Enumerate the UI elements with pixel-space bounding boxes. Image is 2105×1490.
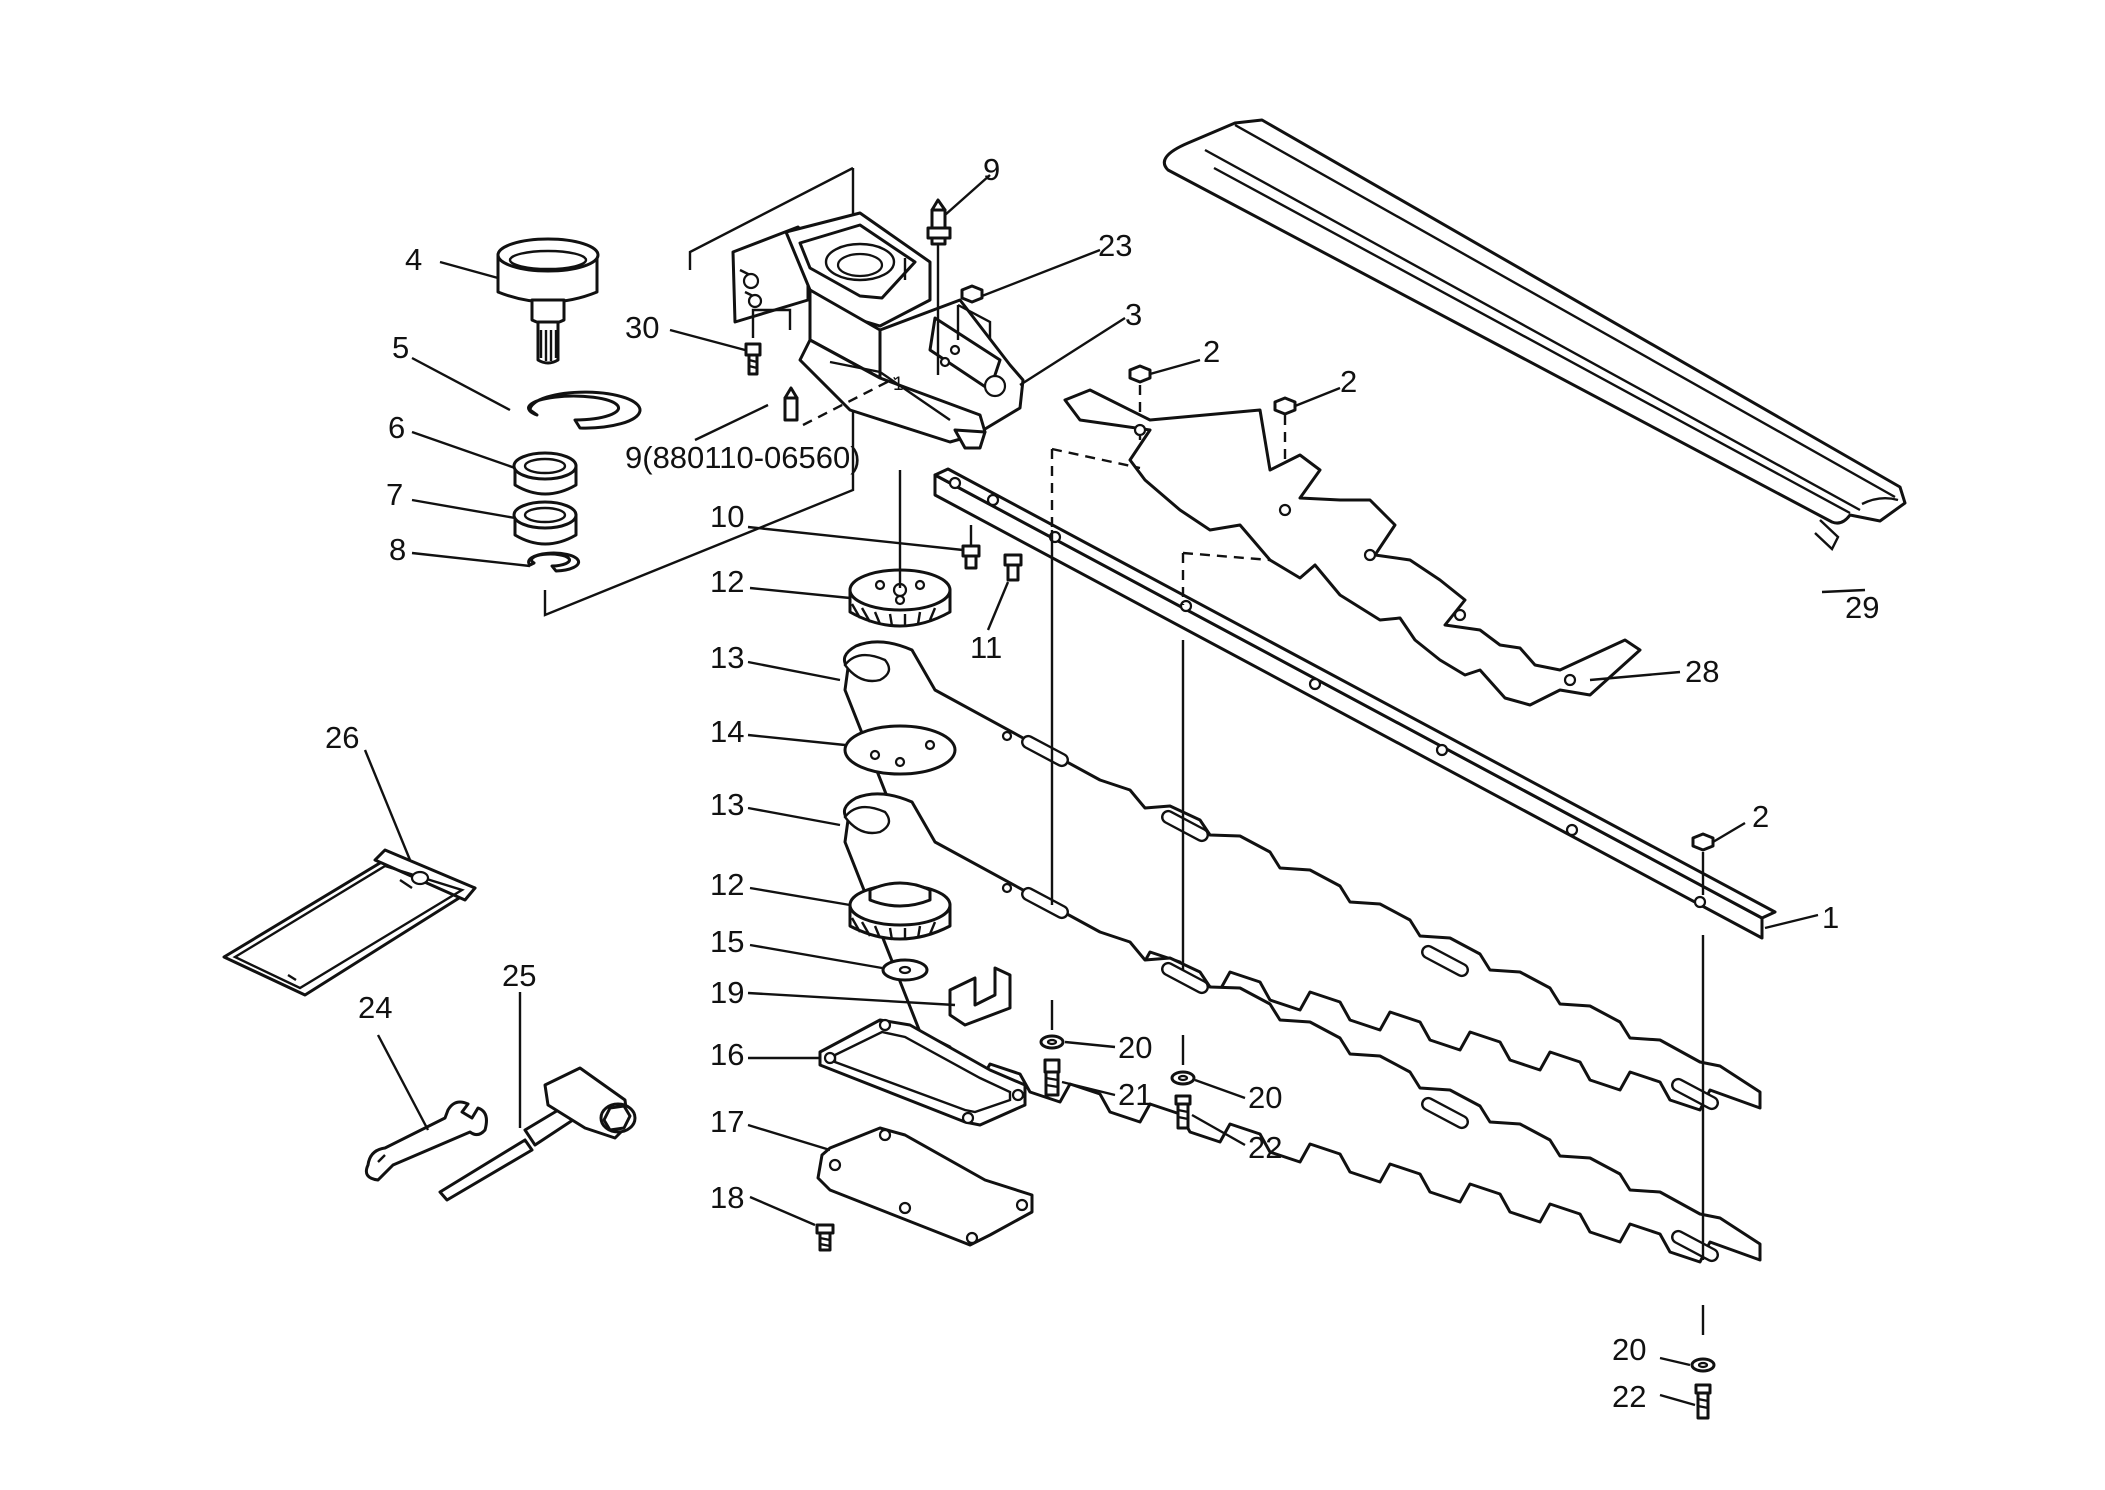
label-20a: 20 xyxy=(1118,1030,1152,1065)
bolt-21 xyxy=(1043,1058,1061,1097)
washer-15 xyxy=(881,958,929,982)
grease-nipple-9 xyxy=(926,198,952,375)
label-10: 10 xyxy=(710,499,744,534)
label-26: 26 xyxy=(325,720,359,755)
label-2b: 2 xyxy=(1340,364,1357,399)
cover-17 xyxy=(816,1126,1034,1247)
note-mark: 1 xyxy=(893,374,904,395)
nut-2-b xyxy=(1273,396,1297,416)
label-9: 9 xyxy=(983,152,1000,187)
label-25: 25 xyxy=(502,958,536,993)
label-13b: 13 xyxy=(710,787,744,822)
label-19: 19 xyxy=(710,975,744,1010)
washer-20-c xyxy=(1690,1357,1716,1373)
label-4: 4 xyxy=(405,242,422,277)
label-18: 18 xyxy=(710,1180,744,1215)
label-20c: 20 xyxy=(1612,1332,1646,1367)
socket-wrench-25 xyxy=(438,1066,637,1202)
bearing-7 xyxy=(512,500,578,546)
label-16: 16 xyxy=(710,1037,744,1072)
label-12a: 12 xyxy=(710,564,744,599)
label-17: 17 xyxy=(710,1104,744,1139)
label-30: 30 xyxy=(625,310,659,345)
tool-bag-26 xyxy=(222,848,477,997)
label-22a: 22 xyxy=(1248,1130,1282,1165)
label-13a: 13 xyxy=(710,640,744,675)
wrench-24 xyxy=(364,1100,488,1182)
label-22b: 22 xyxy=(1612,1379,1646,1414)
label-1: 1 xyxy=(1822,900,1839,935)
bolt-22-b xyxy=(1694,1383,1712,1420)
label-5: 5 xyxy=(392,330,409,365)
label-15: 15 xyxy=(710,924,744,959)
gear-12-upper xyxy=(848,470,952,628)
plate-14 xyxy=(843,724,957,776)
snap-ring-8 xyxy=(527,551,581,573)
label-20b: 20 xyxy=(1248,1080,1282,1115)
label-14: 14 xyxy=(710,714,744,749)
label-23: 23 xyxy=(1098,228,1132,263)
nut-23 xyxy=(956,284,992,340)
dash-plate-guide xyxy=(1050,447,1141,530)
grease-nipple-9-alt: 1 xyxy=(783,374,904,427)
dash-plate-guide2 xyxy=(1181,551,1271,605)
washer-20-a xyxy=(1039,1034,1065,1050)
label-9alt: 9(880110-06560) xyxy=(625,440,861,475)
bolt-11 xyxy=(1003,553,1023,582)
part-labels: 4 5 6 7 8 30 9 23 3 2 2 9(880110-06560) … xyxy=(325,152,1879,1414)
label-2c: 2 xyxy=(1752,799,1769,834)
drive-cup-4 xyxy=(496,237,600,365)
label-21: 21 xyxy=(1118,1077,1152,1112)
label-3: 3 xyxy=(1125,297,1142,332)
bolt-10 xyxy=(961,525,981,570)
bolt-30 xyxy=(744,308,792,376)
guide-bar-1 xyxy=(933,467,1777,940)
bolt-18 xyxy=(815,1223,835,1252)
clip-19 xyxy=(948,966,1012,1027)
blade-cover-29 xyxy=(1162,118,1907,551)
guard-plate-28 xyxy=(1063,388,1642,707)
label-7: 7 xyxy=(386,477,403,512)
label-8: 8 xyxy=(389,532,406,567)
gasket-16 xyxy=(818,1018,1027,1127)
label-6: 6 xyxy=(388,410,405,445)
bolt-22-a xyxy=(1174,1094,1192,1130)
nut-2-c xyxy=(1691,832,1715,852)
label-29: 29 xyxy=(1845,590,1879,625)
bearing-6 xyxy=(512,451,578,496)
gear-12-lower xyxy=(848,881,952,941)
label-28: 28 xyxy=(1685,654,1719,689)
label-2a: 2 xyxy=(1203,334,1220,369)
label-24: 24 xyxy=(358,990,392,1025)
washer-20-b xyxy=(1170,1070,1196,1086)
snap-ring-5 xyxy=(527,390,642,430)
gear-case-3 xyxy=(731,211,1025,450)
label-12b: 12 xyxy=(710,867,744,902)
leader-lines xyxy=(363,174,1866,1407)
nut-2-a xyxy=(1128,364,1152,384)
label-11: 11 xyxy=(970,630,1002,665)
